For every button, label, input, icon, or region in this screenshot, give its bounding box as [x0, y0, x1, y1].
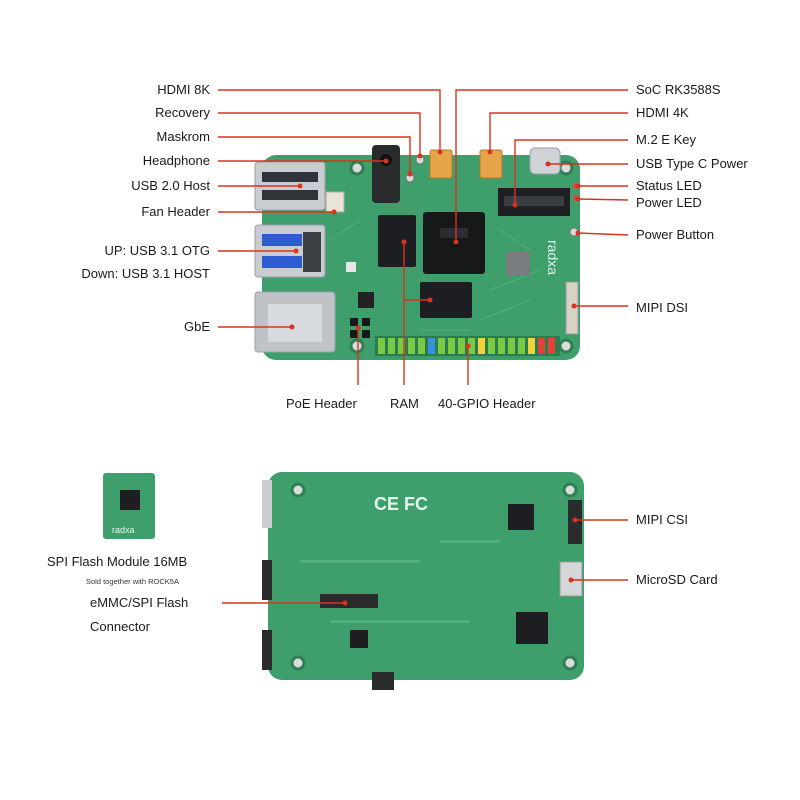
label-soc: SoC RK3588S: [636, 82, 721, 97]
usbc-port: [529, 147, 561, 175]
poe-header: [350, 318, 370, 338]
label-power-button: Power Button: [636, 227, 715, 242]
edge-connector-3: [262, 630, 272, 670]
bottom-jack: [372, 672, 394, 690]
label-m2-e-key: M.2 E Key: [636, 132, 696, 147]
bottom-pcb-texture: [300, 540, 500, 623]
label-usb31-host: Down: USB 3.1 HOST: [81, 266, 210, 281]
label-mipi-dsi: MIPI DSI: [636, 300, 689, 315]
label-usb20-host: USB 2.0 Host: [131, 178, 210, 193]
ram-chip-2: [420, 282, 472, 318]
edge-connector-2: [262, 560, 272, 600]
headphone-jack: [372, 145, 400, 203]
spi-flash-module: radxa: [103, 473, 155, 539]
top-leader-lines: [218, 89, 629, 385]
top-board: radxa: [254, 145, 580, 360]
label-emmc-line2: Connector: [90, 619, 150, 634]
bottom-leader-dots: [342, 517, 578, 606]
edge-connector-1: [262, 480, 272, 528]
bottom-chip-3: [350, 630, 368, 648]
label-poe-header: PoE Header: [286, 396, 357, 411]
pmic-chip: [506, 252, 530, 276]
label-maskrom: Maskrom: [156, 129, 210, 144]
bottom-chip-2: [516, 612, 548, 644]
cert-marks: CE FC: [374, 494, 428, 514]
label-spi-module: SPI Flash Module 16MB: [47, 554, 188, 569]
emmc-connector: [320, 594, 378, 608]
label-usb31-otg: UP: USB 3.1 OTG: [104, 243, 210, 258]
fan-header: [325, 191, 345, 213]
bottom-board: CE FC: [262, 472, 584, 690]
label-power-led: Power LED: [636, 195, 702, 210]
label-spi-module-note: Sold together with ROCK5A: [86, 577, 179, 586]
label-microsd: MicroSD Card: [636, 572, 718, 587]
spi-module-brand: radxa: [112, 525, 135, 535]
top-leader-dots: [289, 149, 581, 349]
label-hdmi-4k: HDMI 4K: [636, 105, 689, 120]
label-emmc-line1: eMMC/SPI Flash: [90, 595, 189, 610]
label-fan-header: Fan Header: [141, 204, 210, 219]
label-headphone: Headphone: [142, 153, 210, 168]
bottom-chip-1: [508, 504, 534, 530]
bottom-mounting-holes: [290, 482, 578, 671]
top-pcb-texture: [329, 219, 541, 331]
label-mipi-csi: MIPI CSI: [636, 512, 689, 527]
ram-chip: [378, 215, 416, 267]
label-ram: RAM: [390, 396, 419, 411]
bottom-pcb: [268, 472, 584, 680]
label-recovery: Recovery: [155, 105, 210, 120]
label-gpio-header: 40-GPIO Header: [438, 396, 536, 411]
top-board-brand: radxa: [545, 240, 561, 275]
label-hdmi-8k: HDMI 8K: [157, 82, 210, 97]
label-usb-type-c: USB Type C Power: [636, 156, 748, 171]
mipi-dsi-connector: [565, 281, 579, 335]
bottom-leader-lines: [222, 519, 628, 604]
label-status-led: Status LED: [636, 178, 702, 193]
label-gbe: GbE: [183, 319, 210, 334]
